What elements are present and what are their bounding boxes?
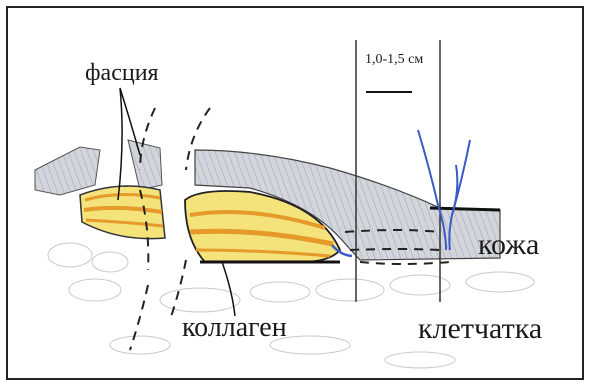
label-skin: кожа (478, 228, 539, 262)
label-scale: 1,0-1,5 см (365, 52, 423, 68)
label-fascia: фасция (85, 60, 159, 87)
collagen-bundle-left (80, 186, 165, 239)
label-subcutaneous-tissue: клетчатка (418, 312, 542, 346)
label-collagen: коллаген (182, 312, 287, 344)
